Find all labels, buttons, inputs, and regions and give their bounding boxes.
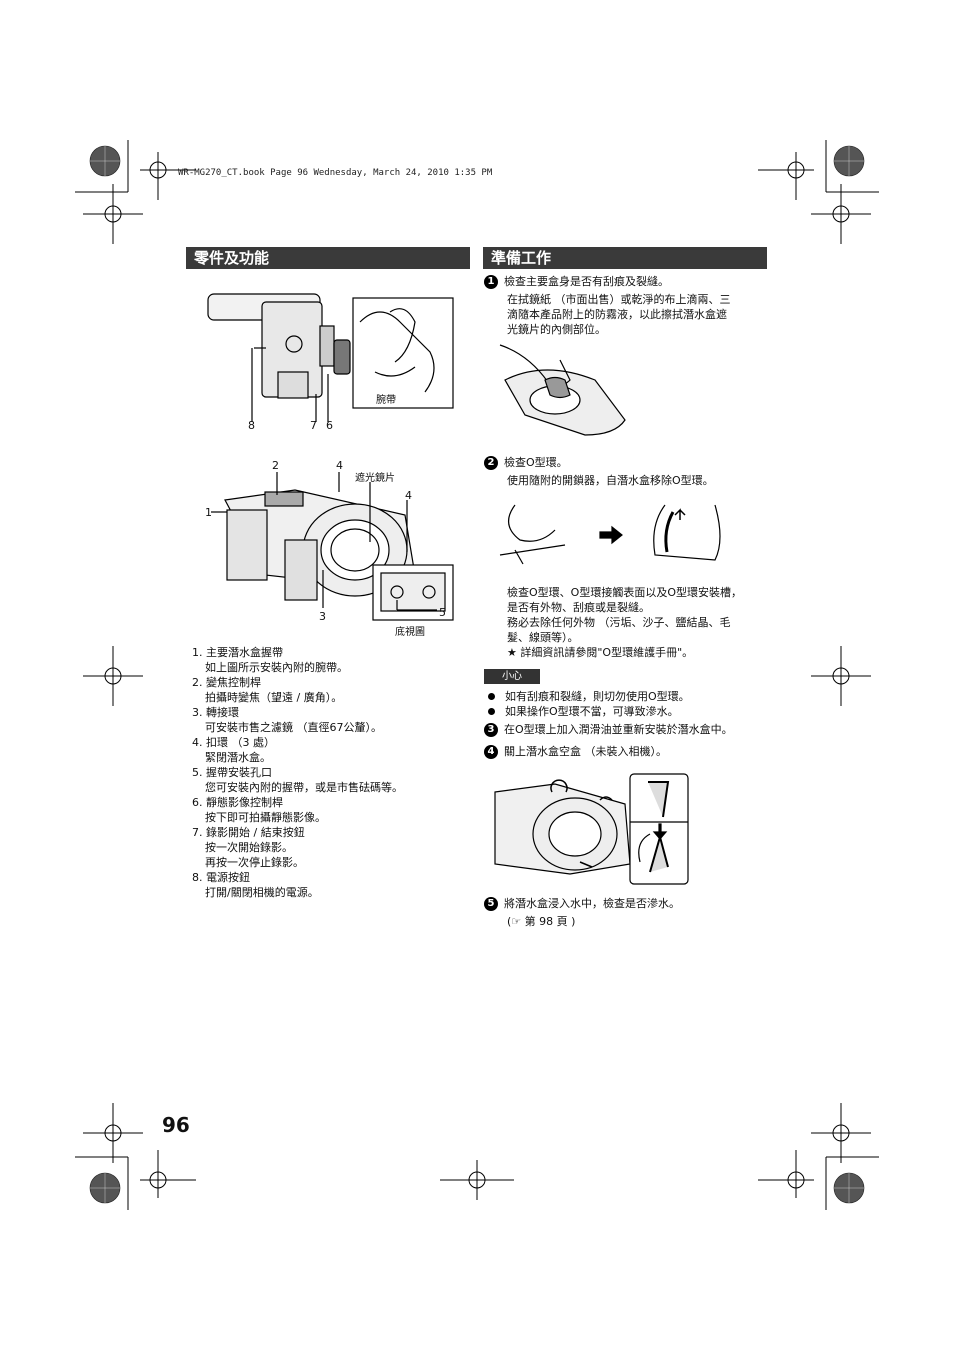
- step-3-title: 在O型環上加入潤滑油並重新安裝於潛水盒中。: [504, 723, 733, 736]
- desc-line: 光鏡片的內側部位。: [507, 323, 606, 336]
- figure-remove-oring: [499, 504, 721, 565]
- callout-2: 2: [272, 459, 279, 472]
- label-shading-lens: 遮光鏡片: [355, 473, 395, 484]
- step-2: 2 檢查O型環。: [484, 455, 568, 470]
- section-title-preparation: 準備工作: [483, 247, 767, 269]
- caution-item: 如果操作O型環不當，可導致滲水。: [484, 704, 690, 719]
- callout-6: 6: [326, 419, 333, 432]
- step-number-3: 3: [484, 723, 498, 737]
- part-desc: 如上圖所示安裝內附的腕帶。: [205, 661, 348, 674]
- step-4: 4 關上潛水盒空盒 （未裝入相機）。: [484, 744, 667, 759]
- step-4-title: 關上潛水盒空盒 （未裝入相機）。: [504, 745, 667, 758]
- callout-7: 7: [310, 419, 317, 432]
- part-title: 5. 握帶安裝孔口: [192, 766, 272, 779]
- part-title: 8. 電源按鈕: [192, 871, 250, 884]
- figure-close-case: [494, 773, 689, 885]
- desc-line: 務必去除任何外物 （污垢、沙子、鹽結晶、毛: [507, 616, 731, 629]
- part-title: 1. 主要潛水盒握帶: [192, 646, 283, 659]
- part-title: 3. 轉接環: [192, 706, 239, 719]
- desc-line: 滴隨本產品附上的防霧液，以此擦拭潛水盒遮: [507, 308, 727, 321]
- part-desc: 可安裝市售之濾鏡 （直徑67公釐）。: [205, 721, 382, 734]
- label-bottom-view: 底視圖: [395, 627, 425, 638]
- step-number-1: 1: [484, 275, 498, 289]
- caution-item: 如有刮痕和裂縫，則切勿使用O型環。: [484, 689, 690, 704]
- step-2-title: 檢查O型環。: [504, 456, 568, 469]
- part-title: 6. 靜態影像控制桿: [192, 796, 283, 809]
- step-2-after: 檢查O型環、O型環接觸表面以及O型環安裝槽， 是否有外物、刮痕或是裂縫。 務必去…: [507, 585, 742, 660]
- callout-8: 8: [248, 419, 255, 432]
- desc-line: 是否有外物、刮痕或是裂縫。: [507, 601, 650, 614]
- step-2-desc: 使用隨附的開鎖器，自潛水盒移除O型環。: [507, 474, 714, 487]
- bullet-icon: [488, 693, 495, 700]
- label-wrist-band: 腕帶: [376, 395, 396, 406]
- part-desc: 打開/關閉相機的電源。: [205, 886, 319, 899]
- part-desc: 按一次開始錄影。: [205, 841, 293, 854]
- desc-line: 髮、線頭等）。: [507, 631, 579, 644]
- print-header: WR-MG270_CT.book Page 96 Wednesday, Marc…: [178, 168, 493, 178]
- callout-4b: 4: [405, 489, 412, 502]
- step-1: 1 檢查主要盒身是否有刮痕及裂縫。: [484, 274, 669, 289]
- part-desc: 緊閉潛水盒。: [205, 751, 271, 764]
- step-number-2: 2: [484, 456, 498, 470]
- figure-side-view: [207, 293, 454, 422]
- desc-line: 檢查O型環、O型環接觸表面以及O型環安裝槽，: [507, 586, 742, 599]
- step-number-4: 4: [484, 745, 498, 759]
- figure-front-view: [211, 472, 454, 621]
- step-1-title: 檢查主要盒身是否有刮痕及裂縫。: [504, 275, 669, 288]
- part-desc: 按下即可拍攝靜態影像。: [205, 811, 326, 824]
- step-number-5: 5: [484, 897, 498, 911]
- part-desc: 拍攝時變焦（望遠 / 廣角）。: [205, 691, 343, 704]
- step-3: 3 在O型環上加入潤滑油並重新安裝於潛水盒中。: [484, 722, 733, 737]
- step-5: 5 將潛水盒浸入水中，檢查是否滲水。: [484, 896, 680, 911]
- step-5-title: 將潛水盒浸入水中，檢查是否滲水。: [504, 897, 680, 910]
- desc-line: 在拭鏡紙 （市面出售）或乾淨的布上滴兩、三: [507, 293, 731, 306]
- figure-wipe-lens: [499, 344, 626, 436]
- page-number: 96: [162, 1113, 190, 1137]
- callout-5: 5: [439, 606, 446, 619]
- part-desc: 再按一次停止錄影。: [205, 856, 304, 869]
- reference-note: ★ 詳細資訊請參閱"O型環維護手冊"。: [507, 646, 694, 659]
- callout-1: 1: [205, 506, 212, 519]
- part-title: 2. 變焦控制桿: [192, 676, 261, 689]
- part-title: 7. 錄影開始 / 結束按鈕: [192, 826, 305, 839]
- callout-4a: 4: [336, 459, 343, 472]
- section-title-parts: 零件及功能: [186, 247, 470, 269]
- part-desc: 您可安裝內附的握帶，或是市售砝碼等。: [205, 781, 403, 794]
- bullet-icon: [488, 708, 495, 715]
- caution-text: 如果操作O型環不當，可導致滲水。: [505, 705, 679, 718]
- callout-3: 3: [319, 610, 326, 623]
- parts-list: 1. 主要潛水盒握帶 如上圖所示安裝內附的腕帶。 2. 變焦控制桿 拍攝時變焦（…: [192, 645, 403, 900]
- caution-tag: 小心: [484, 669, 540, 684]
- step-5-reference: (☞ 第 98 頁 ): [507, 915, 576, 928]
- caution-text: 如有刮痕和裂縫，則切勿使用O型環。: [505, 690, 690, 703]
- step-1-desc: 在拭鏡紙 （市面出售）或乾淨的布上滴兩、三 滴隨本產品附上的防霧液，以此擦拭潛水…: [507, 292, 731, 337]
- caution-list: 如有刮痕和裂縫，則切勿使用O型環。 如果操作O型環不當，可導致滲水。: [484, 689, 690, 719]
- part-title: 4. 扣環 （3 處）: [192, 736, 275, 749]
